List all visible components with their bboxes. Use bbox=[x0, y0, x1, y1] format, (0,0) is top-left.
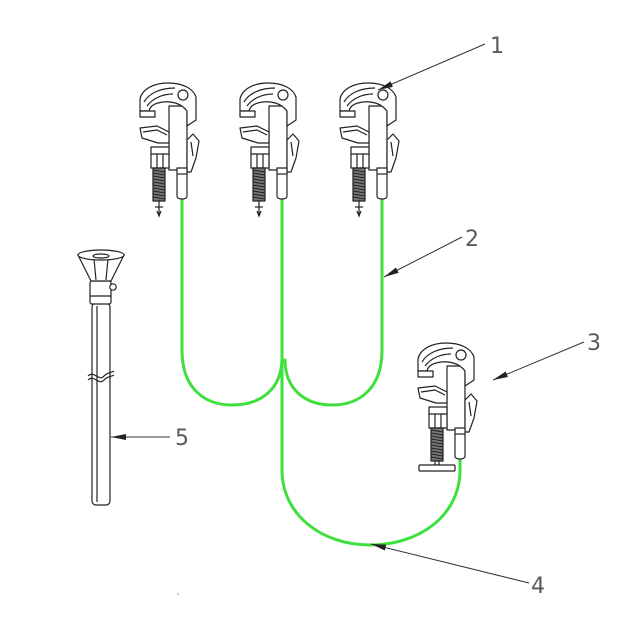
phase-clamp-2-body bbox=[239, 82, 300, 202]
callouts: 1 2 3 4 5 bbox=[175, 34, 601, 599]
earth-clamp-body bbox=[417, 342, 478, 462]
rod-collar bbox=[89, 280, 112, 305]
leader-line-4 bbox=[370, 543, 530, 584]
phase-cable-left bbox=[180, 196, 284, 407]
rod-bolt bbox=[109, 283, 117, 291]
callout-5: 5 bbox=[175, 426, 189, 451]
phase-clamp-3-body bbox=[339, 82, 400, 202]
rod-break-mark bbox=[87, 370, 115, 383]
leader-line-1 bbox=[377, 43, 486, 91]
phase-clamp-2 bbox=[239, 82, 300, 217]
insulating-rod bbox=[77, 249, 125, 506]
leader-line-2 bbox=[383, 236, 463, 278]
phase-clamp-1-body bbox=[139, 82, 200, 202]
leader-lines bbox=[111, 43, 585, 584]
cables bbox=[180, 196, 462, 547]
phase-clamp-1-screw-tip bbox=[154, 200, 164, 217]
callout-4: 4 bbox=[531, 574, 545, 599]
earth-clamp bbox=[417, 342, 478, 472]
phase-clamp-3 bbox=[339, 82, 400, 217]
rod-shaft bbox=[91, 302, 111, 506]
phase-clamp-2-screw-tip bbox=[254, 200, 264, 217]
phase-clamp-1 bbox=[139, 82, 200, 217]
earth-clamp-t-handle bbox=[418, 460, 456, 472]
phase-cable-right bbox=[283, 196, 384, 407]
callout-1: 1 bbox=[490, 34, 504, 59]
callout-2: 2 bbox=[465, 227, 479, 252]
rod-head-lines bbox=[93, 258, 109, 281]
leader-line-3 bbox=[492, 341, 585, 381]
phase-clamp-3-screw-tip bbox=[354, 200, 364, 217]
callout-3: 3 bbox=[587, 331, 601, 356]
speck bbox=[177, 593, 179, 595]
earth-cable bbox=[280, 368, 462, 547]
rod-head-inner bbox=[92, 253, 110, 259]
